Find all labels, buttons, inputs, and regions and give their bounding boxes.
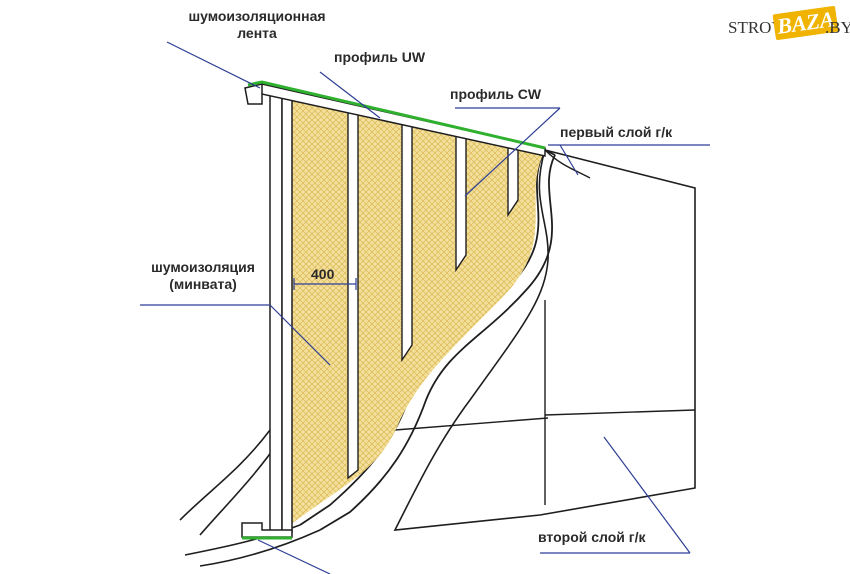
label-second-layer: второй слой г/к: [538, 529, 646, 545]
label-tape-line2: лента: [237, 25, 277, 41]
dimension-label: 400: [311, 266, 335, 282]
dimension-400: [293, 278, 357, 290]
label-first-layer: первый слой г/к: [560, 124, 673, 140]
uw-profile-top: [244, 83, 546, 157]
label-insulation-line2: (минвата): [169, 276, 237, 292]
label-tape: шумоизоляционная лента: [162, 8, 352, 42]
label-insulation: шумоизоляция (минвата): [128, 259, 278, 293]
label-tape-line1: шумоизоляционная: [188, 8, 326, 24]
end-stud: [269, 94, 293, 533]
second-drywall-layer: [393, 149, 696, 531]
logo-part3: .BY: [825, 18, 850, 37]
logo-part1: STROY: [728, 18, 784, 37]
label-uw-profile: профиль UW: [334, 49, 426, 65]
label-cw-profile: профиль CW: [450, 86, 542, 102]
site-logo: STROY BAZA .BY: [728, 5, 850, 44]
label-insulation-line1: шумоизоляция: [151, 259, 255, 275]
leader-lines: [140, 41, 710, 574]
